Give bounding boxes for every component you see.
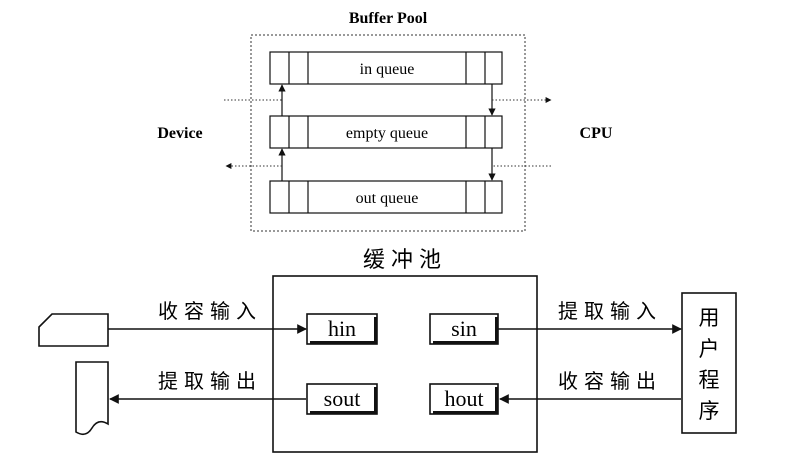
out-queue-label: out queue — [356, 190, 419, 207]
sin-label: sin — [451, 316, 477, 341]
buffer-pool-frame — [250, 34, 526, 232]
empty-queue: empty queue — [269, 115, 503, 149]
device-input-flow — [224, 84, 286, 116]
user-program-char: 户 — [699, 337, 720, 361]
out-queue: out queue — [269, 180, 503, 214]
hout-buffer: hout — [429, 383, 499, 415]
hout-label: hout — [444, 386, 483, 411]
in-queue-label: in queue — [360, 61, 415, 78]
user-program-box — [681, 292, 737, 434]
in-queue: in queue — [269, 51, 503, 85]
buffer-pool-box — [272, 275, 538, 453]
collect-output-label: 收容输出 — [558, 369, 662, 393]
sin-buffer: sin — [429, 313, 499, 345]
sout-label: sout — [324, 386, 361, 411]
sout-buffer: sout — [306, 383, 378, 415]
extract-output-label: 提取输出 — [158, 369, 262, 393]
input-device-icon — [38, 313, 109, 347]
user-program-char: 序 — [699, 399, 720, 423]
hin-label: hin — [328, 316, 356, 341]
user-program-char: 程 — [699, 368, 720, 392]
device-output-flow — [225, 148, 286, 181]
cpu-input-flow — [488, 84, 552, 116]
extract-input-label: 提取输入 — [558, 299, 662, 323]
output-device-icon — [75, 361, 109, 436]
buffer-pool-title: Buffer Pool — [349, 10, 428, 27]
device-label: Device — [157, 125, 202, 142]
cpu-output-flow — [488, 148, 551, 181]
hin-buffer: hin — [306, 313, 378, 345]
empty-queue-label: empty queue — [346, 125, 428, 142]
collect-input-label: 收容输入 — [158, 299, 262, 323]
user-program-char: 用 — [699, 306, 720, 330]
buffer-pool-title-cn: 缓冲池 — [363, 248, 447, 273]
cpu-label: CPU — [580, 125, 613, 142]
